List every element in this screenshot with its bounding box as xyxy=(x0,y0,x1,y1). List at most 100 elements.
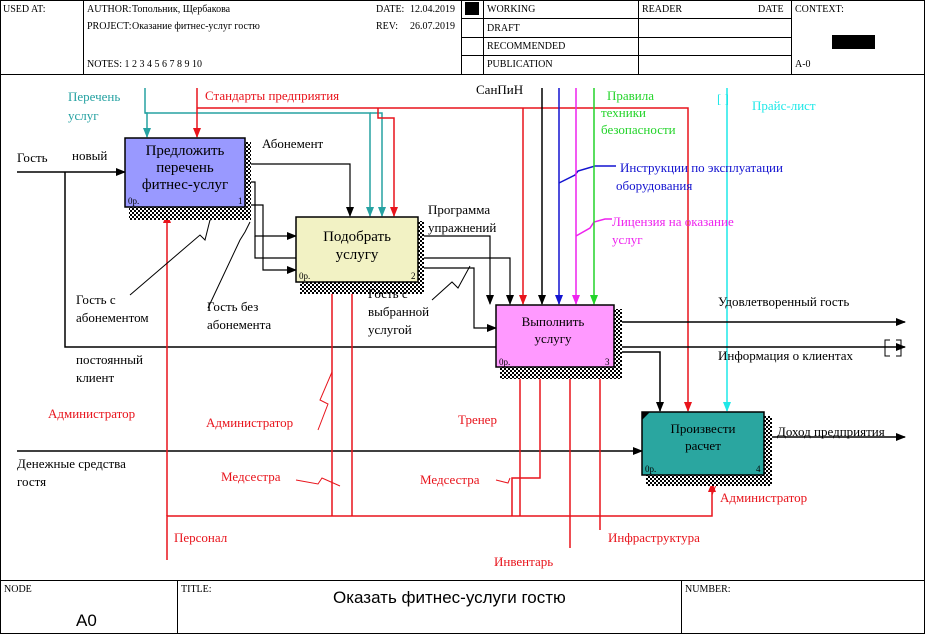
project-label: PROJECT: xyxy=(87,21,132,32)
label-gost-vyb-3: услугой xyxy=(368,322,412,337)
context-box xyxy=(832,35,875,49)
node-label: NODE xyxy=(4,584,32,595)
label-perechen-1: Перечень xyxy=(68,89,120,104)
label-trener: Тренер xyxy=(458,412,497,427)
project-value: Оказание фитнес-услуг гостю xyxy=(132,21,260,32)
status-draft: DRAFT xyxy=(487,23,520,34)
status-recommended: RECOMMENDED xyxy=(487,41,565,52)
context-label: CONTEXT: xyxy=(795,4,844,15)
reader-label: READER xyxy=(642,4,682,15)
label-gost: Гость xyxy=(17,150,48,165)
box1-line2: перечень xyxy=(156,160,214,176)
rev-label: REV: xyxy=(376,21,398,32)
label-den-1: Денежные средства xyxy=(17,456,126,471)
label-novyi: новый xyxy=(72,148,107,163)
label-prog-1: Программа xyxy=(428,202,490,217)
author-value: Топольник, Щербакова xyxy=(132,4,231,15)
tilde-marks-red xyxy=(295,371,717,496)
box3-cost: 0р. xyxy=(499,357,510,367)
box3-line2: услугу xyxy=(534,331,572,346)
box2-cost: 0р. xyxy=(299,271,310,281)
label-den-2: гостя xyxy=(17,474,46,489)
box2-line1: Подобрать xyxy=(323,229,391,245)
box2-number: 2 xyxy=(411,271,416,281)
notes-label: NOTES: 1 2 3 4 5 6 7 8 9 10 xyxy=(87,59,202,70)
author-label: AUTHOR: xyxy=(87,4,131,15)
label-info: Информация о клиентах xyxy=(718,348,853,363)
activity-box-1[interactable] xyxy=(124,137,251,220)
label-medsestra-2: Медсестра xyxy=(420,472,480,487)
label-standarty: Стандарты предприятия xyxy=(205,88,339,103)
label-lic-2: услуг xyxy=(612,232,643,247)
label-gost-bez-1: Гость без xyxy=(207,299,258,314)
used-at-label: USED AT: xyxy=(3,4,46,15)
label-inventar: Инвентарь xyxy=(494,554,553,569)
label-gost-bez-2: абонемента xyxy=(207,317,271,332)
label-gost-s-ab-2: абонементом xyxy=(76,310,149,325)
label-prog-2: упражнений xyxy=(428,220,496,235)
date-label: DATE: xyxy=(376,4,404,15)
box1-cost: 0р. xyxy=(128,196,139,206)
box4-line2: расчет xyxy=(685,438,721,453)
status-publication: PUBLICATION xyxy=(487,59,553,70)
footer-frame xyxy=(0,580,925,634)
node-value: A0 xyxy=(76,611,97,630)
label-perechen-2: услуг xyxy=(68,108,99,123)
label-praice: Прайс-лист xyxy=(752,98,816,113)
label-dohod: Доход предприятия xyxy=(777,424,885,439)
label-sanpin: СанПиН xyxy=(476,82,523,97)
box4-number: 4 xyxy=(756,464,761,474)
box2-line2: услугу xyxy=(336,247,379,263)
box3-line1: Выполнить xyxy=(522,314,585,329)
label-medsestra-1: Медсестра xyxy=(221,469,281,484)
label-gost-vyb-2: выбранной xyxy=(368,304,429,319)
arrow-perechen-uslug xyxy=(143,88,386,217)
label-admin-3: Администратор xyxy=(720,490,807,505)
label-pravila-3: безопасности xyxy=(601,122,676,137)
label-infra: Инфраструктура xyxy=(608,530,700,545)
label-bracket: [ ] xyxy=(717,91,729,106)
activity-box-3[interactable] xyxy=(495,304,622,379)
rev-value: 26.07.2019 xyxy=(410,21,455,32)
label-pravila-1: Правила xyxy=(607,88,654,103)
number-label: NUMBER: xyxy=(685,584,731,595)
arrow-info xyxy=(614,351,664,412)
label-gost-s-ab-1: Гость с xyxy=(76,292,116,307)
diagram-title: Оказать фитнес-услуги гостю xyxy=(333,588,566,607)
label-postoyan-2: клиент xyxy=(76,370,114,385)
label-instr-1: Инструкции по эксплуатации xyxy=(620,160,783,175)
arrow-instruktsii xyxy=(555,88,616,305)
arrow-abonement xyxy=(245,163,354,217)
label-admin-2: Администратор xyxy=(206,415,293,430)
arrow-standarty xyxy=(193,88,692,412)
title-label: TITLE: xyxy=(181,584,212,595)
box4-cost: 0р. xyxy=(645,464,656,474)
box4-line1: Произвести xyxy=(670,421,735,436)
box1-line3: фитнес-услуг xyxy=(142,177,228,193)
label-abonement: Абонемент xyxy=(262,136,324,151)
date-value: 12.04.2019 xyxy=(410,4,455,15)
box1-line1: Предложить xyxy=(146,143,225,159)
label-lic-1: Лицензия на оказание xyxy=(612,214,734,229)
label-personal: Персонал xyxy=(174,530,228,545)
reader-date-label: DATE xyxy=(758,4,784,15)
activity-box-4[interactable] xyxy=(641,411,772,486)
tunnel-mark xyxy=(884,339,902,357)
label-pravila-2: техники xyxy=(601,105,646,120)
activity-box-2[interactable] xyxy=(295,216,424,294)
box1-number: 1 xyxy=(238,196,243,206)
arrow-gost-vybrannoi xyxy=(418,267,497,332)
working-status-marker xyxy=(465,2,479,15)
arrow-gost xyxy=(17,168,906,351)
arrow-personal xyxy=(163,213,716,560)
context-node: A-0 xyxy=(795,59,811,70)
label-admin-1: Администратор xyxy=(48,406,135,421)
label-gost-vyb-1: Гость с xyxy=(368,286,408,301)
label-instr-2: оборудования xyxy=(616,178,692,193)
arrow-programma xyxy=(418,235,494,305)
status-working: WORKING xyxy=(487,4,535,15)
label-udovl: Удовлетворенный гость xyxy=(718,294,849,309)
box3-number: 3 xyxy=(605,357,610,367)
label-postoyan-1: постоянный xyxy=(76,352,143,367)
